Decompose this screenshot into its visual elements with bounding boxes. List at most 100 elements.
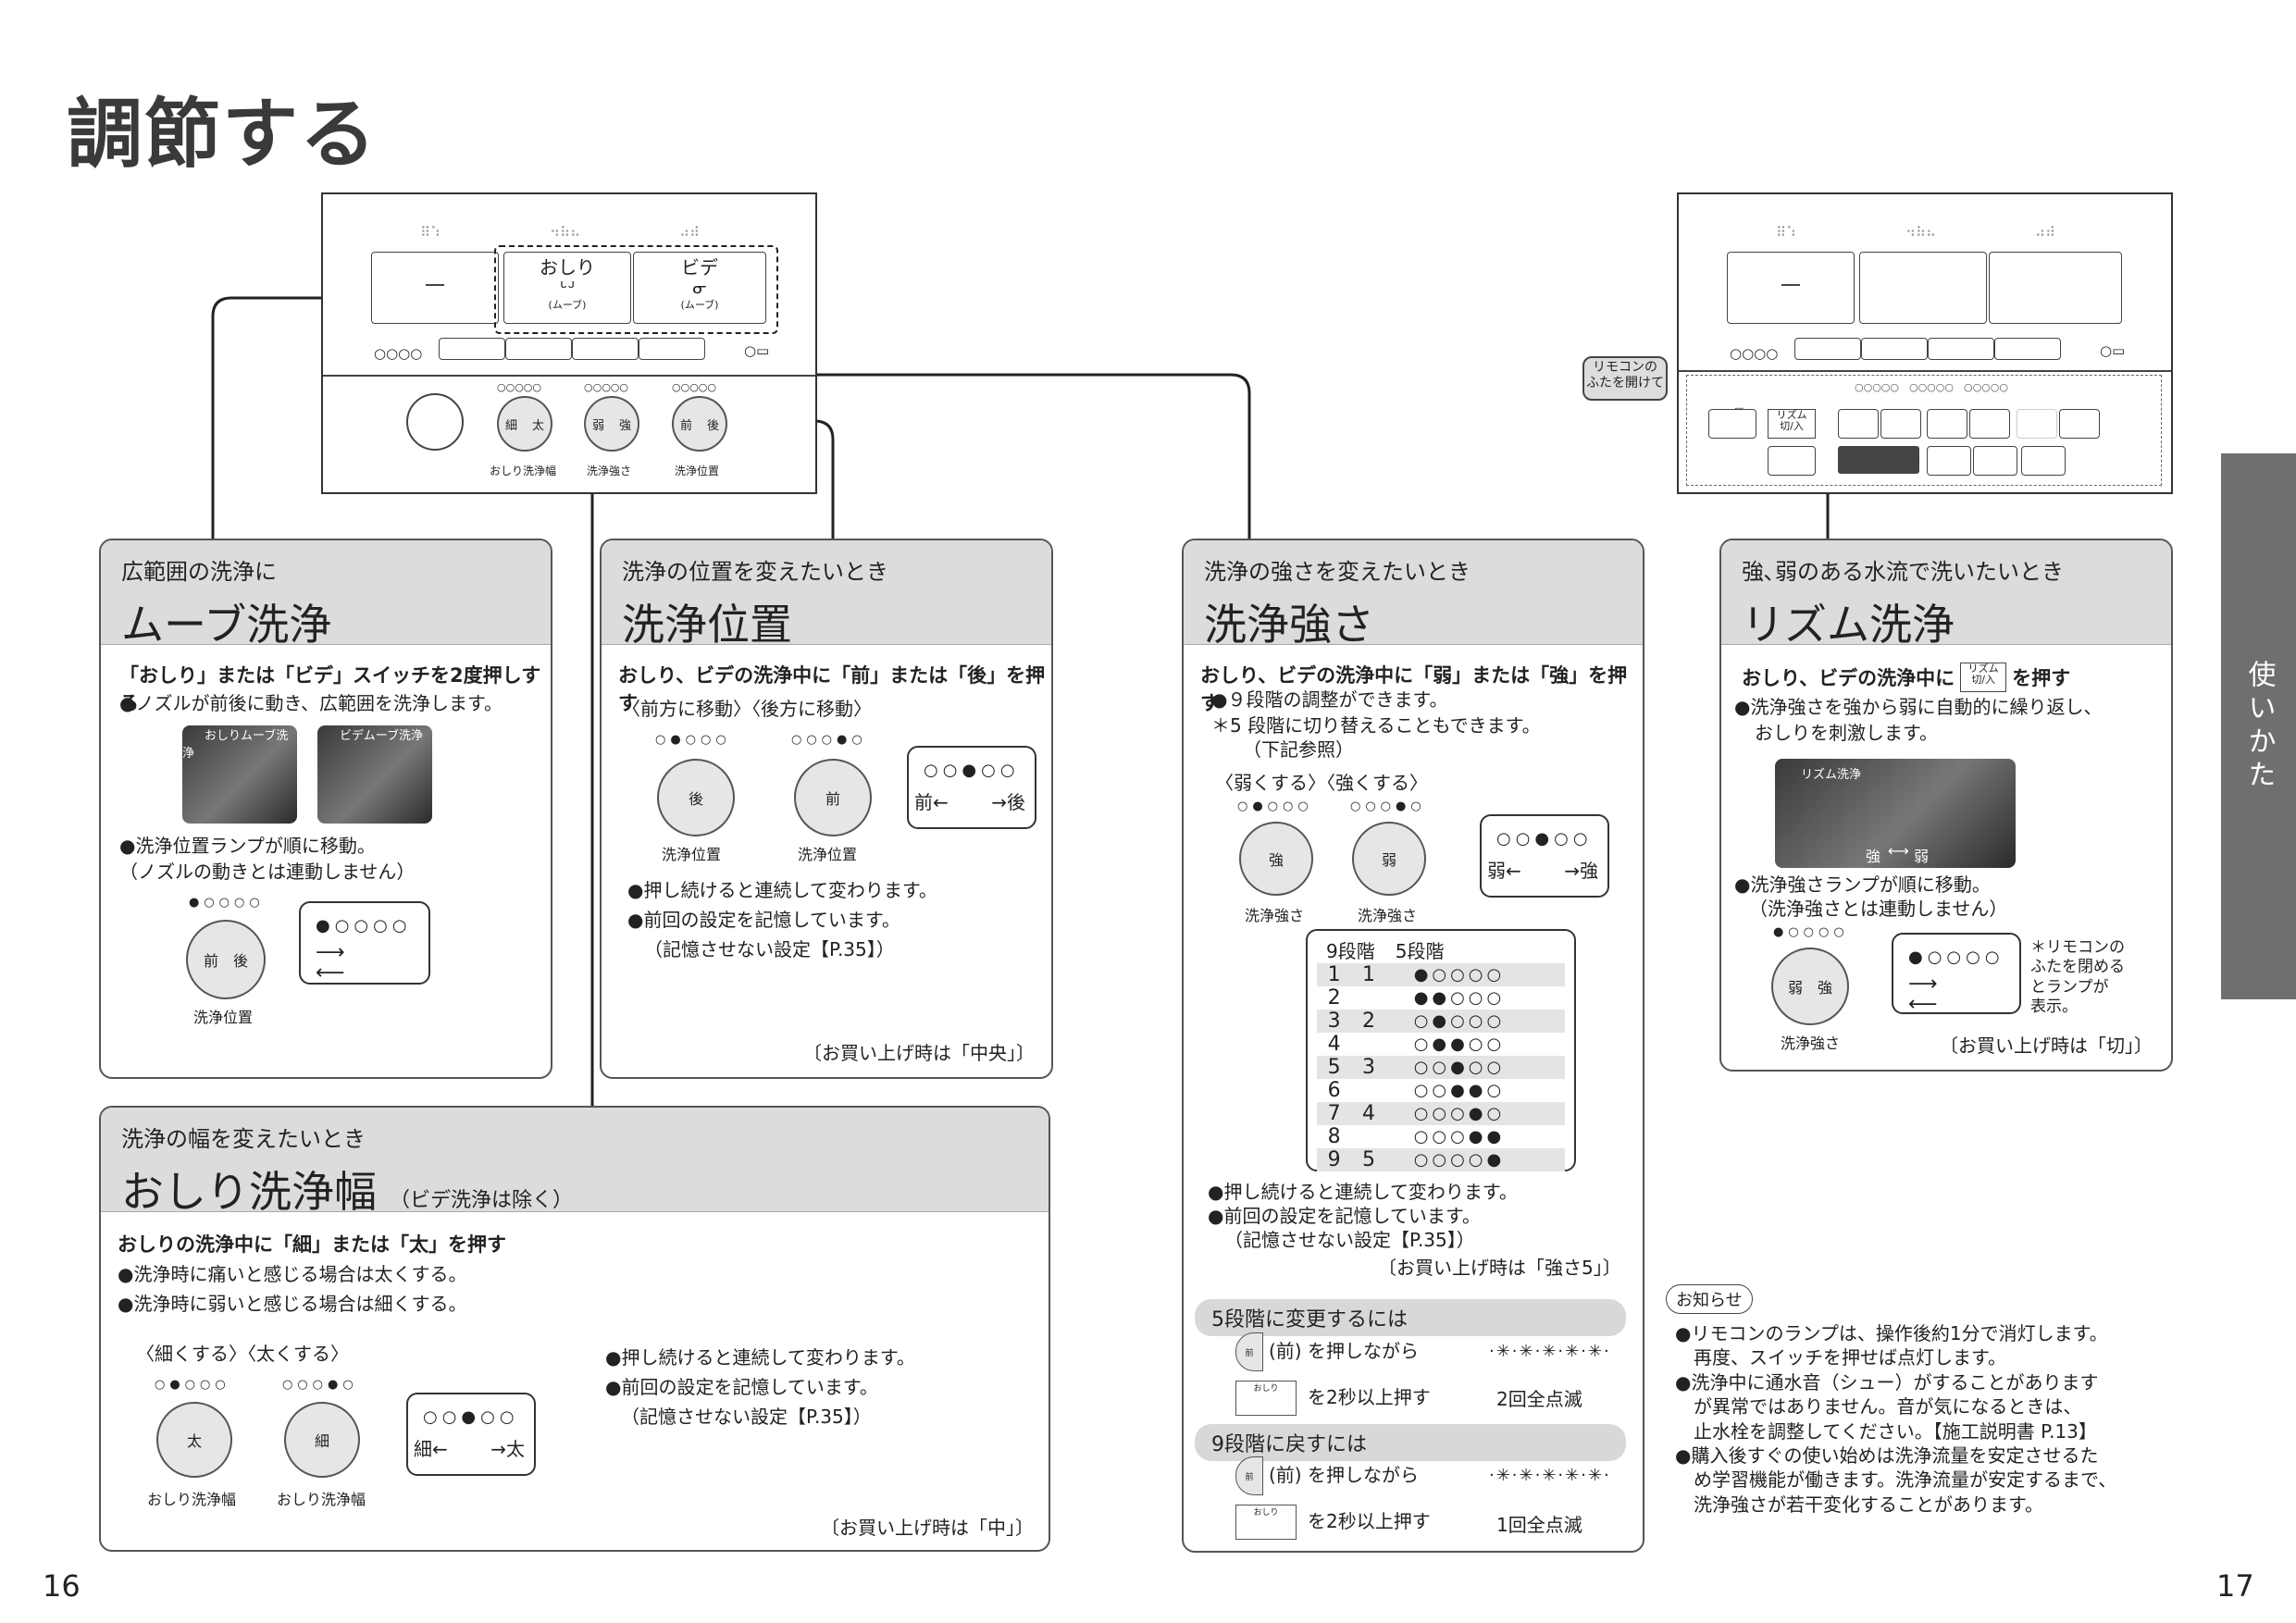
lid-key-7[interactable] bbox=[2017, 409, 2057, 439]
position-sub: 洗浄の位置を変えたいとき bbox=[622, 559, 888, 585]
strength-b1: ●９段階の調整ができます。 bbox=[1211, 688, 1448, 711]
notice-2c: 止水栓を調整してください。【施工説明書 P.13】 bbox=[1694, 1419, 2097, 1443]
notice-3c: 洗浄強さが若干変化することがあります。 bbox=[1694, 1493, 2043, 1516]
lid-key-11[interactable] bbox=[1973, 446, 2017, 476]
move-b3: （ノズルの動きとは連動しません） bbox=[119, 861, 416, 883]
position-b3: （記憶させない設定【P.35】） bbox=[644, 938, 895, 960]
position-key-front-label: 前 bbox=[825, 790, 840, 808]
move-bubble: ●○○○○ ⟶⟵ bbox=[299, 901, 430, 985]
label-width: おしり洗浄幅 bbox=[490, 465, 557, 477]
rhythm-button[interactable]: リズム 切/入 bbox=[1768, 409, 1816, 439]
strength-header: 洗浄の強さを変えたいとき 洗浄強さ bbox=[1184, 540, 1643, 650]
position-key-back-label: 後 bbox=[688, 790, 703, 808]
rhythm-side-note: ＊リモコンの ふたを閉める とランプが 表示。 bbox=[2030, 938, 2125, 1016]
oshiri-button-r[interactable] bbox=[1859, 252, 1987, 324]
remote-left: ⠿⠱ ⠲⠷⠦ ⠴⠾ おしり ᒡᒢ (ムーブ) ビデ ᓂ (ムーブ) ○○○○ ○… bbox=[321, 192, 817, 494]
width-bubble: ○○●○○ 細← →太 bbox=[406, 1393, 536, 1476]
strength-b2: ＊5 段階に切り替えることもできます。 bbox=[1211, 714, 1541, 737]
stop-button-r[interactable] bbox=[1727, 252, 1855, 324]
small-key-r4[interactable] bbox=[1994, 338, 2061, 360]
to9-result: 1回全点滅 bbox=[1496, 1514, 1582, 1536]
lid-key-4[interactable] bbox=[1880, 409, 1921, 439]
lid-key-6[interactable] bbox=[1969, 409, 2010, 439]
notice-text: ●リモコンのランプは、操作後約1分で消灯します。 再度、スイッチを押せば点灯しま… bbox=[1675, 1321, 2116, 1517]
divider bbox=[323, 375, 815, 377]
width-button[interactable]: 細 太 bbox=[497, 396, 552, 452]
lid-key-10[interactable] bbox=[1927, 446, 1971, 476]
position-b2: ●前回の設定を記憶しています。 bbox=[627, 909, 900, 931]
position-button[interactable]: 前 後 bbox=[672, 396, 727, 452]
move-header: 広範囲の洗浄に ムーブ洗浄 bbox=[101, 540, 551, 650]
position-default: 〔お買い上げ時は「中央」〕 bbox=[803, 1042, 1035, 1064]
width-b5: （記憶させない設定【P.35】） bbox=[621, 1406, 872, 1428]
rhythm-sub: 強､弱のある水流で洗いたいとき bbox=[1742, 559, 2064, 585]
move-lamp: ●○○○○ bbox=[189, 896, 265, 910]
width-key-thick[interactable]: 太 bbox=[156, 1402, 232, 1478]
level-n5: 2 bbox=[1351, 1010, 1386, 1033]
bide-button-r[interactable] bbox=[1989, 252, 2122, 324]
level-lamp: ○○●○○ bbox=[1385, 1056, 1565, 1079]
position-key-back[interactable]: 後 bbox=[657, 759, 735, 836]
lamp-row-r: ○○○○ bbox=[1730, 345, 1779, 362]
strength-bubble: ○○●○○ 弱← →強 bbox=[1480, 814, 1609, 898]
width-b3: ●押し続けると連続して変わります。 bbox=[605, 1346, 915, 1369]
small-key-1[interactable] bbox=[439, 338, 505, 360]
lid-lamps: ○○○○○ ○○○○○ ○○○○○ bbox=[1855, 381, 2008, 393]
lid-key-1[interactable] bbox=[1708, 409, 1756, 439]
to9-mini-front: 前 bbox=[1235, 1456, 1263, 1495]
width-lamp-1: ○●○○○ bbox=[155, 1378, 230, 1392]
bide-button[interactable]: ビデ ᓂ (ムーブ) bbox=[633, 252, 766, 324]
small-key-r1[interactable] bbox=[1794, 338, 1861, 360]
stop-button[interactable] bbox=[371, 252, 499, 324]
level-n9: 8 bbox=[1327, 1125, 1341, 1148]
strength-button[interactable]: 弱 強 bbox=[584, 396, 639, 452]
level-n5: 1 bbox=[1351, 963, 1386, 986]
width-b: 太 bbox=[532, 418, 545, 433]
strength-lamps: ○○○○○ bbox=[584, 381, 628, 393]
oshiri-button[interactable]: おしり ᒡᒢ (ムーブ) bbox=[503, 252, 631, 324]
level-n5 bbox=[1351, 1125, 1385, 1148]
lid-key-5[interactable] bbox=[1927, 409, 1967, 439]
label-position: 洗浄位置 bbox=[675, 465, 720, 477]
level-n9: 9 bbox=[1317, 1148, 1352, 1171]
level-row: 8 ○○○●● bbox=[1317, 1125, 1565, 1148]
width-bubble-lamp: ○○●○○ bbox=[423, 1407, 519, 1427]
width-key-thin[interactable]: 細 bbox=[284, 1402, 360, 1478]
small-key-r2[interactable] bbox=[1861, 338, 1928, 360]
small-key-2[interactable] bbox=[505, 338, 572, 360]
lid-key-3[interactable] bbox=[1838, 409, 1879, 439]
strength-modes: 〈弱くする〉〈強くする〉 bbox=[1215, 772, 1428, 794]
move-b1: ●ノズルが前後に動き、広範囲を洗浄します。 bbox=[119, 692, 503, 714]
position-key-front[interactable]: 前 bbox=[794, 759, 872, 836]
rhythm-instruction: おしり、ビデの洗浄中に リズム 切/入 を押す bbox=[1742, 663, 2070, 692]
notice-2b: が異常ではありません。音が気になるときは、 bbox=[1694, 1395, 2082, 1419]
strength-key-weak[interactable]: 弱 bbox=[1352, 822, 1426, 896]
level-n9: 7 bbox=[1317, 1102, 1352, 1125]
strength-b6: （記憶させない設定【P.35】） bbox=[1224, 1229, 1475, 1251]
lid-key-12[interactable] bbox=[2021, 446, 2066, 476]
level-lamp: ○●○○○ bbox=[1385, 1010, 1565, 1033]
braille-3: ⠴⠾ bbox=[679, 224, 700, 241]
width-modes: 〈細くする〉〈太くする〉 bbox=[136, 1343, 349, 1365]
small-key-r3[interactable] bbox=[1928, 338, 1994, 360]
small-key-3[interactable] bbox=[572, 338, 639, 360]
strength-bubble-a: 弱← bbox=[1487, 860, 1521, 882]
move-position-button[interactable]: 前 後 bbox=[186, 920, 266, 999]
oshiri-icon: ᒡᒢ bbox=[560, 279, 575, 298]
rhythm-strength-button[interactable]: 弱 強 bbox=[1771, 948, 1849, 1025]
level-lamp: ○○○●● bbox=[1413, 1127, 1506, 1146]
divider-r bbox=[1679, 370, 2171, 372]
lid-key-8[interactable] bbox=[2059, 409, 2100, 439]
round-button[interactable] bbox=[406, 393, 464, 451]
small-key-4[interactable] bbox=[639, 338, 705, 360]
level-n5: 4 bbox=[1351, 1102, 1386, 1125]
label-strength: 洗浄強さ bbox=[587, 465, 632, 477]
braille-r2: ⠲⠷⠦ bbox=[1905, 224, 1936, 241]
width-title: おしり洗浄幅（ビデ洗浄は除く） bbox=[121, 1167, 574, 1217]
lid-key-9[interactable] bbox=[1768, 446, 1816, 476]
move-sub: 広範囲の洗浄に bbox=[121, 559, 277, 585]
strength-key-strong[interactable]: 強 bbox=[1239, 822, 1313, 896]
